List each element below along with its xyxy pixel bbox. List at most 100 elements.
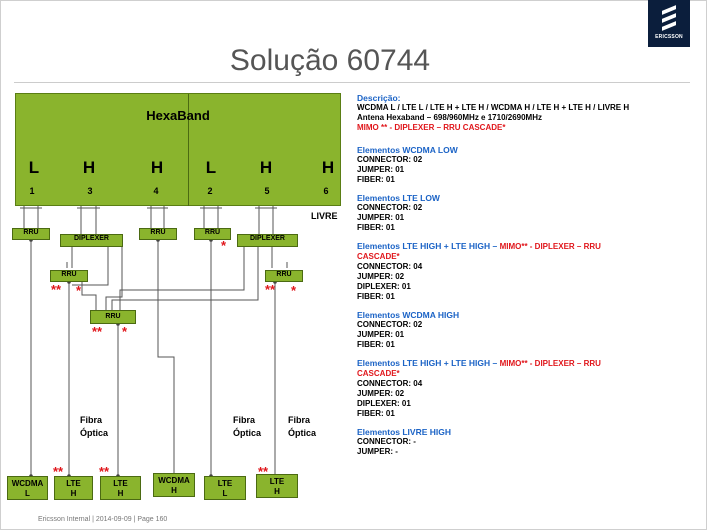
- elements-section: Elementos LIVRE HIGH CONNECTOR: - JUMPER…: [357, 427, 687, 457]
- destination-tech: LTE: [269, 477, 285, 486]
- port-number: 4: [153, 186, 159, 196]
- destination-band: H: [171, 486, 177, 495]
- antenna-divider: [188, 94, 189, 206]
- fibra-line: Óptica: [288, 428, 317, 438]
- band-label: H: [82, 158, 96, 177]
- band-label: L: [28, 158, 40, 177]
- rru-box: RRU: [12, 228, 50, 240]
- section-heading: Elementos LTE HIGH + LTE HIGH –: [357, 241, 500, 251]
- cascade-marker: *: [221, 238, 227, 253]
- band-label: H: [150, 158, 164, 177]
- elements-section: Elementos LTE HIGH + LTE HIGH – MIMO** -…: [357, 241, 687, 302]
- antenna-name: HexaBand: [146, 108, 210, 123]
- port-number: 3: [87, 186, 93, 196]
- diplexer-box: DIPLEXER: [237, 234, 298, 247]
- section-line: JUMPER: 01: [357, 330, 405, 339]
- section-line: JUMPER: 02: [357, 272, 405, 281]
- elements-section: Elementos LTE HIGH + LTE HIGH – MIMO** -…: [357, 358, 687, 419]
- section-heading-highlight: CASCADE*: [357, 369, 400, 378]
- slide-footer: Ericsson Internal | 2014-09-09 | Page 16…: [38, 516, 168, 523]
- section-heading: Elementos LTE LOW: [357, 193, 440, 203]
- ericsson-logo: ERICSSON: [648, 0, 690, 47]
- description-line: MIMO ** - DIPLEXER – RRU CASCADE*: [357, 123, 506, 132]
- mimo-marker: **: [99, 464, 110, 479]
- description-panel: Descrição: WCDMA L / LTE L / LTE H + LTE…: [357, 93, 687, 465]
- section-line: CONNECTOR: -: [357, 437, 416, 446]
- rru-box: RRU: [90, 310, 136, 324]
- fibra-line: Fibra: [288, 415, 311, 425]
- section-line: CONNECTOR: 02: [357, 320, 423, 329]
- fibra-label: Fibra Óptica: [288, 414, 316, 440]
- section-line: FIBER: 01: [357, 175, 395, 184]
- fibra-line: Fibra: [233, 415, 256, 425]
- section-line: JUMPER: 01: [357, 165, 405, 174]
- rru-box: RRU: [139, 228, 177, 240]
- destination-box: WCDMA L: [7, 476, 48, 500]
- port-number: 2: [207, 186, 213, 196]
- section-heading-row: Elementos LTE HIGH + LTE HIGH – MIMO** -…: [357, 358, 687, 369]
- mimo-marker: **: [265, 282, 276, 297]
- section-line: DIPLEXER: 01: [357, 399, 411, 408]
- section-heading-highlight: CASCADE*: [357, 252, 400, 261]
- destination-tech: LTE: [113, 479, 128, 488]
- section-line: DIPLEXER: 01: [357, 282, 411, 291]
- section-line: FIBER: 01: [357, 409, 395, 418]
- description-section: Descrição: WCDMA L / LTE L / LTE H + LTE…: [357, 93, 687, 133]
- livre-label: LIVRE: [311, 211, 338, 221]
- mimo-marker: **: [51, 282, 62, 297]
- section-heading: Elementos WCDMA LOW: [357, 145, 458, 155]
- section-line: JUMPER: -: [357, 447, 398, 456]
- fibra-label: Fibra Óptica: [80, 414, 108, 440]
- section-line: JUMPER: 02: [357, 389, 405, 398]
- rru-box: RRU: [194, 228, 231, 240]
- mimo-marker: **: [53, 464, 64, 479]
- rru-box: RRU: [50, 270, 88, 282]
- band-label: L: [205, 158, 217, 177]
- title-rule: [14, 82, 690, 83]
- mimo-marker: **: [92, 324, 103, 339]
- destination-band: H: [70, 489, 77, 498]
- logo-wordmark: ERICSSON: [655, 34, 683, 40]
- hexaband-antenna: HexaBand L H H L H H 1 3 4 2 5 6: [15, 93, 341, 206]
- port-number: 5: [264, 186, 270, 196]
- diplexer-box: DIPLEXER: [60, 234, 123, 247]
- destination-box: LTE H: [100, 476, 141, 500]
- fibra-line: Fibra: [80, 415, 103, 425]
- rru-box: RRU: [265, 270, 303, 282]
- mimo-marker: **: [258, 464, 269, 479]
- section-line: FIBER: 01: [357, 223, 395, 232]
- section-line: CONNECTOR: 04: [357, 379, 423, 388]
- destination-tech: WCDMA: [158, 476, 190, 485]
- cascade-marker: *: [76, 283, 82, 298]
- fibra-line: Óptica: [80, 428, 109, 438]
- destination-band: H: [274, 487, 280, 496]
- cascade-marker: *: [122, 324, 128, 339]
- section-heading: Elementos LIVRE HIGH: [357, 427, 451, 437]
- section-heading-highlight: MIMO** - DIPLEXER – RRU: [499, 242, 601, 251]
- description-line: WCDMA L / LTE L / LTE H + LTE H / WCDMA …: [357, 103, 630, 112]
- destination-band: L: [25, 489, 30, 498]
- destination-box: LTE H: [256, 474, 298, 498]
- destination-tech: LTE: [217, 479, 233, 488]
- destination-box: LTE H: [54, 476, 93, 500]
- slide-title: Solução 60744: [229, 44, 431, 77]
- band-label: H: [259, 158, 273, 177]
- band-label: H: [321, 158, 335, 177]
- destination-box: LTE L: [204, 476, 246, 500]
- elements-section: Elementos LTE LOW CONNECTOR: 02 JUMPER: …: [357, 193, 687, 233]
- section-heading: Elementos LTE HIGH + LTE HIGH –: [357, 358, 500, 368]
- section-line: CONNECTOR: 02: [357, 155, 423, 164]
- section-line: CONNECTOR: 02: [357, 203, 423, 212]
- destination-tech: LTE: [66, 479, 81, 488]
- destination-tech: WCDMA: [11, 479, 44, 488]
- elements-section: Elementos WCDMA HIGH CONNECTOR: 02 JUMPE…: [357, 310, 687, 350]
- destination-band: L: [222, 489, 228, 498]
- section-heading-row: Elementos LTE HIGH + LTE HIGH – MIMO** -…: [357, 241, 687, 252]
- elements-section: Elementos WCDMA LOW CONNECTOR: 02 JUMPER…: [357, 145, 687, 185]
- section-line: FIBER: 01: [357, 292, 395, 301]
- section-heading-highlight: MIMO** - DIPLEXER – RRU: [499, 359, 601, 368]
- description-heading: Descrição:: [357, 93, 401, 103]
- section-line: JUMPER: 01: [357, 213, 405, 222]
- section-line: FIBER: 01: [357, 340, 395, 349]
